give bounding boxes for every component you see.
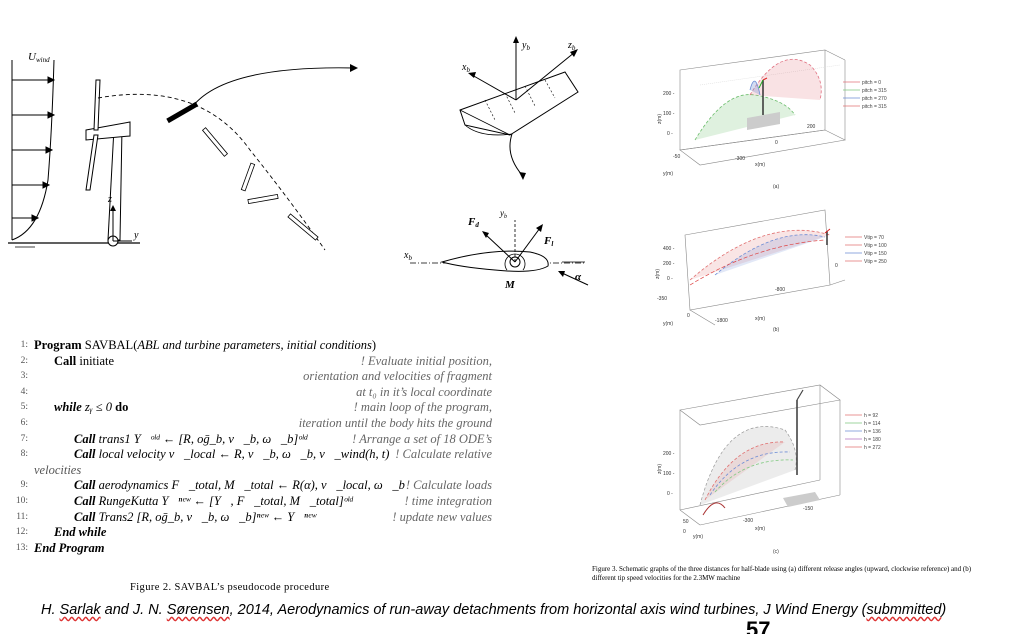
svg-text:50: 50 bbox=[683, 519, 689, 525]
panel-a-legend-2: pitch = 315 bbox=[862, 88, 887, 94]
algorithm-line: 13: End Program bbox=[15, 540, 105, 555]
xb-label-bottom: xb bbox=[403, 250, 412, 262]
panel-a-legend-3: pitch = 270 bbox=[862, 96, 887, 102]
panel-a-x-label: x(m) bbox=[755, 162, 765, 168]
panel-b-legend-2: Vtip = 100 bbox=[864, 243, 887, 249]
alpha-label: α bbox=[575, 271, 582, 283]
turbine-schematic: Uwind z y bbox=[8, 51, 358, 251]
svg-text:100 -: 100 - bbox=[663, 471, 675, 477]
z-axis-label: z bbox=[107, 194, 112, 205]
figure3-plots: 200 - 100 - 0 - z(m) -50 -300 200 0 x(m) y(m)… bbox=[655, 49, 887, 555]
svg-text:0: 0 bbox=[683, 529, 686, 535]
panel-a-legend-4: pitch = 315 bbox=[862, 104, 887, 110]
svg-text:-350: -350 bbox=[657, 296, 667, 302]
algorithm-line: 10: Call RungeKutta Y⃗ⁿᵉʷ ← [Y⃗, F⃗_tota… bbox=[15, 493, 492, 508]
u-wind-label: Uwind bbox=[28, 51, 50, 64]
panel-c-caption: (c) bbox=[773, 549, 779, 555]
lift-force-label: Fl bbox=[543, 235, 553, 248]
svg-text:100 -: 100 - bbox=[663, 111, 675, 117]
panel-c-legend-5: h = 272 bbox=[864, 445, 881, 451]
algorithm-line: 4: at t₀ in it’s local coordinate bbox=[20, 384, 492, 399]
panel-b-z-label: z(m) bbox=[655, 269, 661, 279]
drag-force-label: Fd bbox=[467, 216, 479, 229]
algorithm-line: 5: while zᵧ ≤ 0 do ! main loop of the pr… bbox=[20, 400, 492, 415]
panel-c-legend-1: h = 92 bbox=[864, 413, 878, 419]
svg-text:-300: -300 bbox=[735, 156, 745, 162]
svg-text:-800: -800 bbox=[775, 287, 785, 293]
page-number: 57 bbox=[746, 619, 771, 634]
svg-text:-300: -300 bbox=[743, 518, 753, 524]
algorithm-line: 12: End while bbox=[15, 525, 107, 540]
algorithm-line: 3: orientation and velocities of fragmen… bbox=[20, 369, 492, 384]
panel-c-x-label: x(m) bbox=[755, 526, 765, 532]
svg-text:0: 0 bbox=[835, 263, 838, 269]
svg-text:0: 0 bbox=[775, 140, 778, 146]
panel-a-legend-1: pitch = 0 bbox=[862, 80, 881, 86]
savbal-algorithm: 1: Program SAVBAL(ABL and turbine parame… bbox=[14, 338, 504, 556]
citation: H. Sarlak and J. N. Sørensen, 2014, Aero… bbox=[41, 602, 947, 618]
algorithm-line: 7: Call trans1 Y⃗ᵒˡᵈ ← [R, oḡ_b, v⃗_b, … bbox=[20, 431, 492, 446]
yb-label-bottom: yb bbox=[499, 208, 507, 220]
svg-text:200: 200 bbox=[807, 124, 816, 130]
panel-c-legend-2: h = 114 bbox=[864, 421, 881, 427]
svg-text:400 -: 400 - bbox=[663, 246, 675, 252]
figure3-caption: Figure 3. Schematic graphs of the three … bbox=[592, 565, 972, 582]
algorithm-line: 8: Call local velocity v⃗_local ← R, v⃗_… bbox=[20, 447, 492, 462]
panel-a-caption: (a) bbox=[773, 184, 779, 190]
svg-text:-150: -150 bbox=[803, 506, 813, 512]
svg-text:-50: -50 bbox=[673, 154, 680, 160]
panel-b-legend-3: Vtip = 150 bbox=[864, 251, 887, 257]
panel-c-z-label: z(m) bbox=[657, 464, 663, 474]
svg-text:200 -: 200 - bbox=[663, 451, 675, 457]
svg-text:-1800: -1800 bbox=[715, 318, 728, 324]
svg-text:200 -: 200 - bbox=[663, 91, 675, 97]
svg-text:0: 0 bbox=[687, 313, 690, 319]
moment-label: M bbox=[504, 279, 516, 291]
zb-label: zb bbox=[567, 40, 576, 52]
algorithm-line: 2: Call initiate ! Evaluate initial posi… bbox=[20, 353, 492, 368]
svg-text:0 -: 0 - bbox=[667, 131, 673, 137]
algorithm-line: 11: Call Trans2 [R, oḡ_b, v⃗_b, ω⃗_b]ⁿᵉ… bbox=[16, 509, 492, 524]
svg-text:0 -: 0 - bbox=[667, 491, 673, 497]
y-axis-label: y bbox=[133, 230, 139, 241]
panel-c-legend-4: h = 180 bbox=[864, 437, 881, 443]
panel-b-x-label: x(m) bbox=[755, 316, 765, 322]
svg-text:200 -: 200 - bbox=[663, 261, 675, 267]
panel-b-legend-4: Vtip = 250 bbox=[864, 259, 887, 265]
panel-c-y-label: y(m) bbox=[693, 534, 703, 540]
xb-label-top: xb bbox=[461, 62, 470, 74]
panel-c: 200 - 100 - 0 - z(m) 50 0 -300 -150 x(m) y(m)… bbox=[657, 384, 881, 555]
panel-c-legend-3: h = 136 bbox=[864, 429, 881, 435]
algorithm-line: 6: iteration until the body hits the gro… bbox=[20, 415, 492, 430]
figure2-caption: Figure 2. SAVBAL’s pseudocode procedure bbox=[130, 582, 330, 593]
panel-a-z-label: z(m) bbox=[657, 114, 663, 124]
blade-coordinate-diagram: yb zb xb yb Fd Fl M α xb bbox=[403, 36, 589, 291]
panel-b-caption: (b) bbox=[773, 327, 779, 333]
panel-b-legend-1: Vtip = 70 bbox=[864, 235, 884, 241]
panel-a: 200 - 100 - 0 - z(m) -50 -300 200 0 x(m) y(m)… bbox=[657, 49, 887, 190]
yb-label-top: yb bbox=[521, 40, 530, 52]
panel-b-y-label: y(m) bbox=[663, 321, 673, 327]
panel-a-y-label: y(m) bbox=[663, 171, 673, 177]
svg-text:0 -: 0 - bbox=[667, 276, 673, 282]
algorithm-line: 9: Call aerodynamics F⃗_total, M⃗_total … bbox=[20, 478, 492, 493]
algorithm-line: 1: Program SAVBAL(ABL and turbine parame… bbox=[20, 338, 377, 352]
algorithm-line: velocities bbox=[34, 462, 82, 477]
